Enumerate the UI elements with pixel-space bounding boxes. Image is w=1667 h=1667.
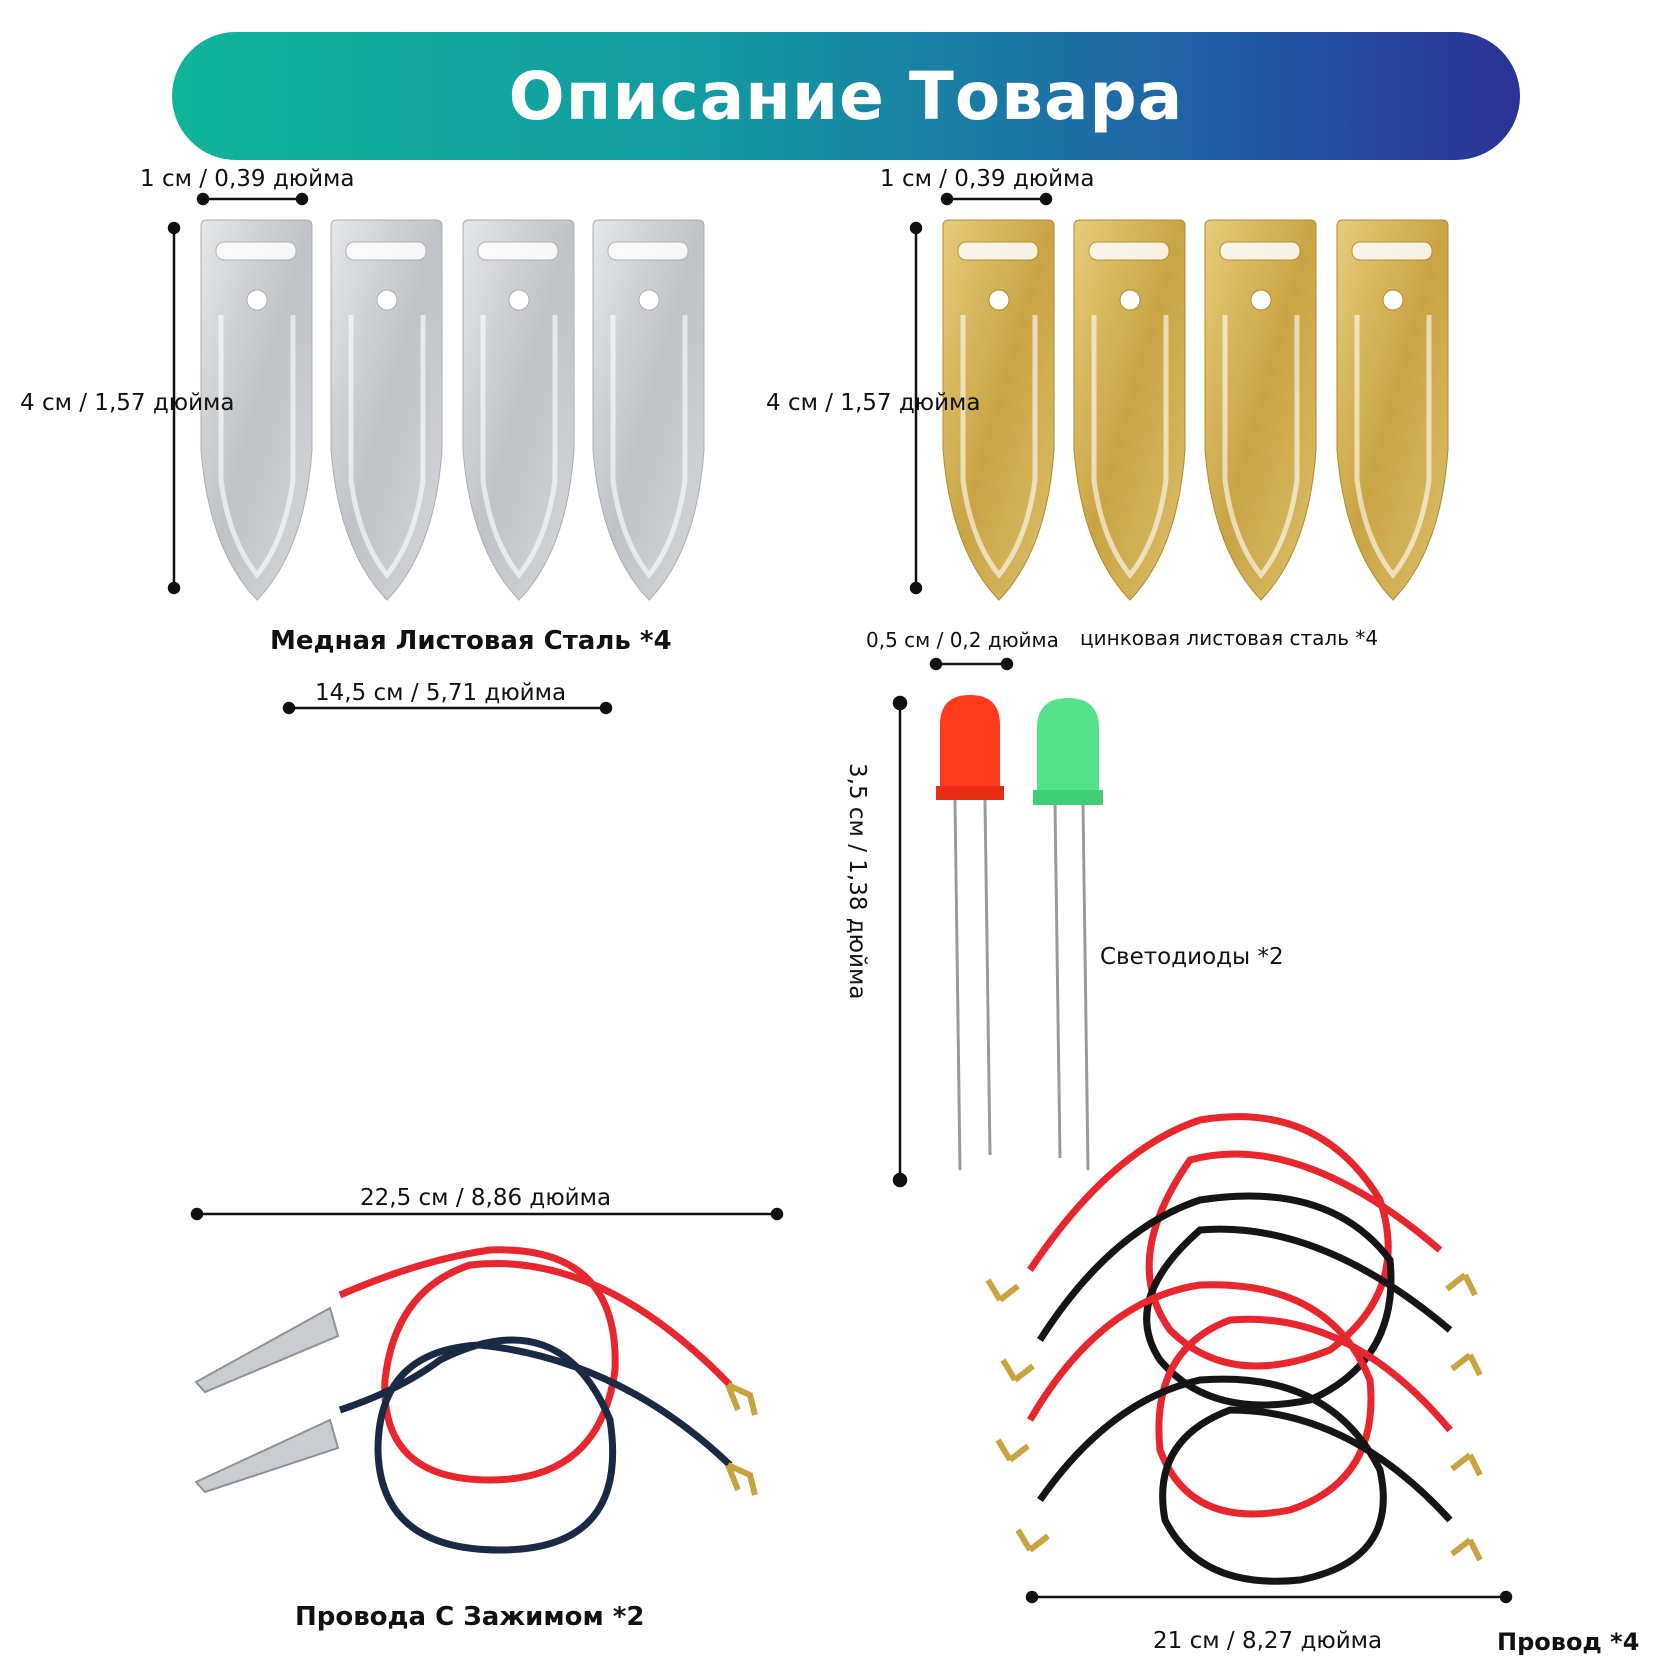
dimension-lines xyxy=(167,192,1513,1604)
wire-caption: Провод *4 xyxy=(1497,1628,1640,1656)
spade-terminal-1 xyxy=(725,1382,758,1416)
silver-plate-3 xyxy=(463,220,574,600)
alligator-clip-1 xyxy=(194,1306,340,1394)
red-led xyxy=(936,695,1004,1171)
led-caption: Светодиоды *2 xyxy=(1100,944,1284,970)
silver-plate-2 xyxy=(331,220,442,600)
gold-plate-height-label: 4 см / 1,57 дюйма xyxy=(766,390,981,416)
alligator-clip-2 xyxy=(194,1418,340,1494)
page-title: Описание Товара xyxy=(508,57,1184,135)
gold-plate-width-label: 1 см / 0,39 дюйма xyxy=(880,166,1095,192)
wire-length-label: 21 см / 8,27 дюйма xyxy=(1153,1628,1383,1654)
green-led xyxy=(1033,698,1103,1171)
gold-plate-4 xyxy=(1337,220,1448,600)
plates-total-width-label: 14,5 см / 5,71 дюйма xyxy=(315,680,567,706)
clip-wire-caption: Провода С Зажимом *2 xyxy=(295,1602,645,1632)
spade-terminals xyxy=(985,1272,1483,1562)
silver-plate-4 xyxy=(593,220,704,600)
gold-plates xyxy=(943,220,1448,600)
leds xyxy=(936,695,1103,1171)
silver-plates xyxy=(201,220,704,600)
title-banner: Описание Товара xyxy=(172,32,1520,160)
silver-plate-width-label: 1 см / 0,39 дюйма xyxy=(140,166,355,192)
silver-plate-height-label: 4 см / 1,57 дюйма xyxy=(20,390,235,416)
clip-wires xyxy=(194,1246,758,1554)
gold-plate-2 xyxy=(1074,220,1185,600)
spade-terminal-2 xyxy=(725,1462,758,1496)
clip-wire-length-label: 22,5 см / 8,86 дюйма xyxy=(360,1185,612,1211)
led-width-label: 0,5 см / 0,2 дюйма xyxy=(866,628,1059,652)
led-height-label: 3,5 см / 1,38 дюйма xyxy=(844,763,870,1000)
wires xyxy=(985,1113,1483,1585)
gold-plate-caption: цинковая листовая сталь *4 xyxy=(1080,626,1379,650)
silver-plate-caption: Медная Листовая Сталь *4 xyxy=(270,626,672,656)
gold-plate-3 xyxy=(1205,220,1316,600)
